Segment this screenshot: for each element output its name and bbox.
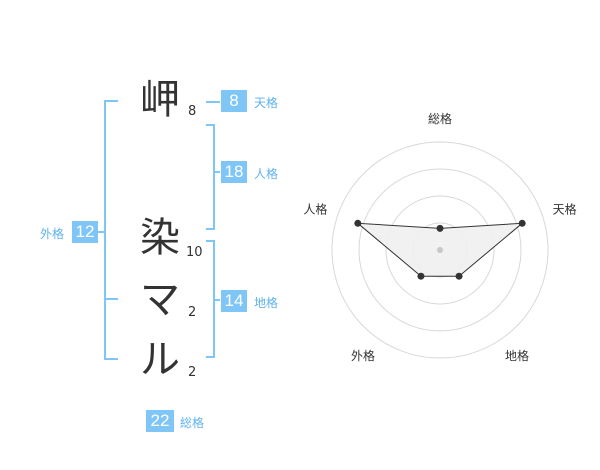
radar-points: [354, 219, 526, 280]
jin-bracket-vertical: [213, 124, 215, 230]
jin-bracket-top: [206, 124, 214, 126]
gai-bracket-connector: [96, 231, 104, 233]
chikaku-label: 地格: [254, 296, 279, 310]
name-char-2: 染: [140, 215, 180, 261]
jin-bracket-bottom: [206, 228, 214, 230]
radar-rings: [331, 141, 549, 359]
ten-connector: [206, 101, 220, 103]
gaikaku-label: 外格: [40, 227, 65, 241]
name-char-4: ル: [140, 337, 180, 383]
radar-point: [455, 272, 463, 280]
gai-bracket-mid: [104, 298, 118, 300]
gai-bracket-vertical: [104, 100, 106, 360]
name-char-1: 岬: [140, 77, 180, 123]
radar-axis-label: 総格: [428, 111, 452, 126]
stroke-count-2: 10: [186, 245, 203, 260]
radar-point: [436, 224, 444, 232]
radar-ring: [331, 141, 549, 359]
stroke-count-1: 8: [188, 104, 197, 119]
radar-point: [354, 219, 362, 227]
stroke-count-3: 2: [188, 305, 197, 320]
radar-point: [518, 219, 526, 227]
radar-axis-label: 人格: [303, 202, 327, 217]
chi-bracket-bottom: [206, 356, 214, 358]
radar-axis-label: 天格: [553, 202, 577, 217]
radar-axis-label: 地格: [505, 348, 529, 363]
jin-bracket-connector: [213, 171, 220, 173]
gai-bracket-bottom: [104, 358, 118, 360]
name-char-3: マ: [140, 277, 180, 323]
chi-bracket-top: [206, 240, 214, 242]
jinkaku-value: 18: [221, 161, 247, 183]
soukaku-label: 総格: [180, 416, 205, 430]
radar-point: [417, 272, 425, 280]
gai-bracket-top: [104, 100, 118, 102]
radar-ring: [385, 195, 495, 305]
gaikaku-value: 12: [72, 221, 98, 243]
chikaku-value: 14: [221, 290, 247, 312]
chi-bracket-connector: [213, 299, 220, 301]
soukaku-value: 22: [146, 410, 174, 432]
radar-ring: [358, 168, 522, 332]
stroke-count-4: 2: [188, 365, 197, 380]
tenkaku-value: 8: [221, 90, 247, 112]
radar-center-dot: [437, 247, 443, 253]
jinkaku-label: 人格: [254, 167, 279, 181]
radar-axis-label: 外格: [351, 348, 375, 363]
tenkaku-label: 天格: [254, 96, 279, 110]
